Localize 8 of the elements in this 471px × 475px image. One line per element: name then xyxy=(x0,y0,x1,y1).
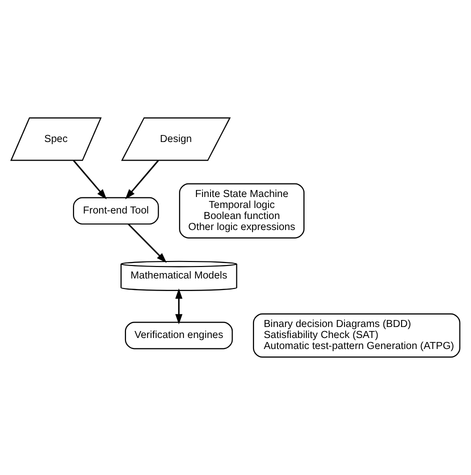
node-box: Binary decision Diagrams (BDD) Satisfiability Check (SAT) Automatic test-pattern Generation (ATPG) xyxy=(252,313,460,358)
arrow xyxy=(72,160,107,200)
arrow xyxy=(128,224,167,263)
node-box: Finite State Machine Temporal logic Boolean function Other logic expressions xyxy=(179,183,305,238)
arrow xyxy=(175,288,182,324)
arrow xyxy=(125,160,159,200)
node-box: Front-end Tool xyxy=(72,197,159,225)
node-box: Verification engines xyxy=(124,322,233,350)
